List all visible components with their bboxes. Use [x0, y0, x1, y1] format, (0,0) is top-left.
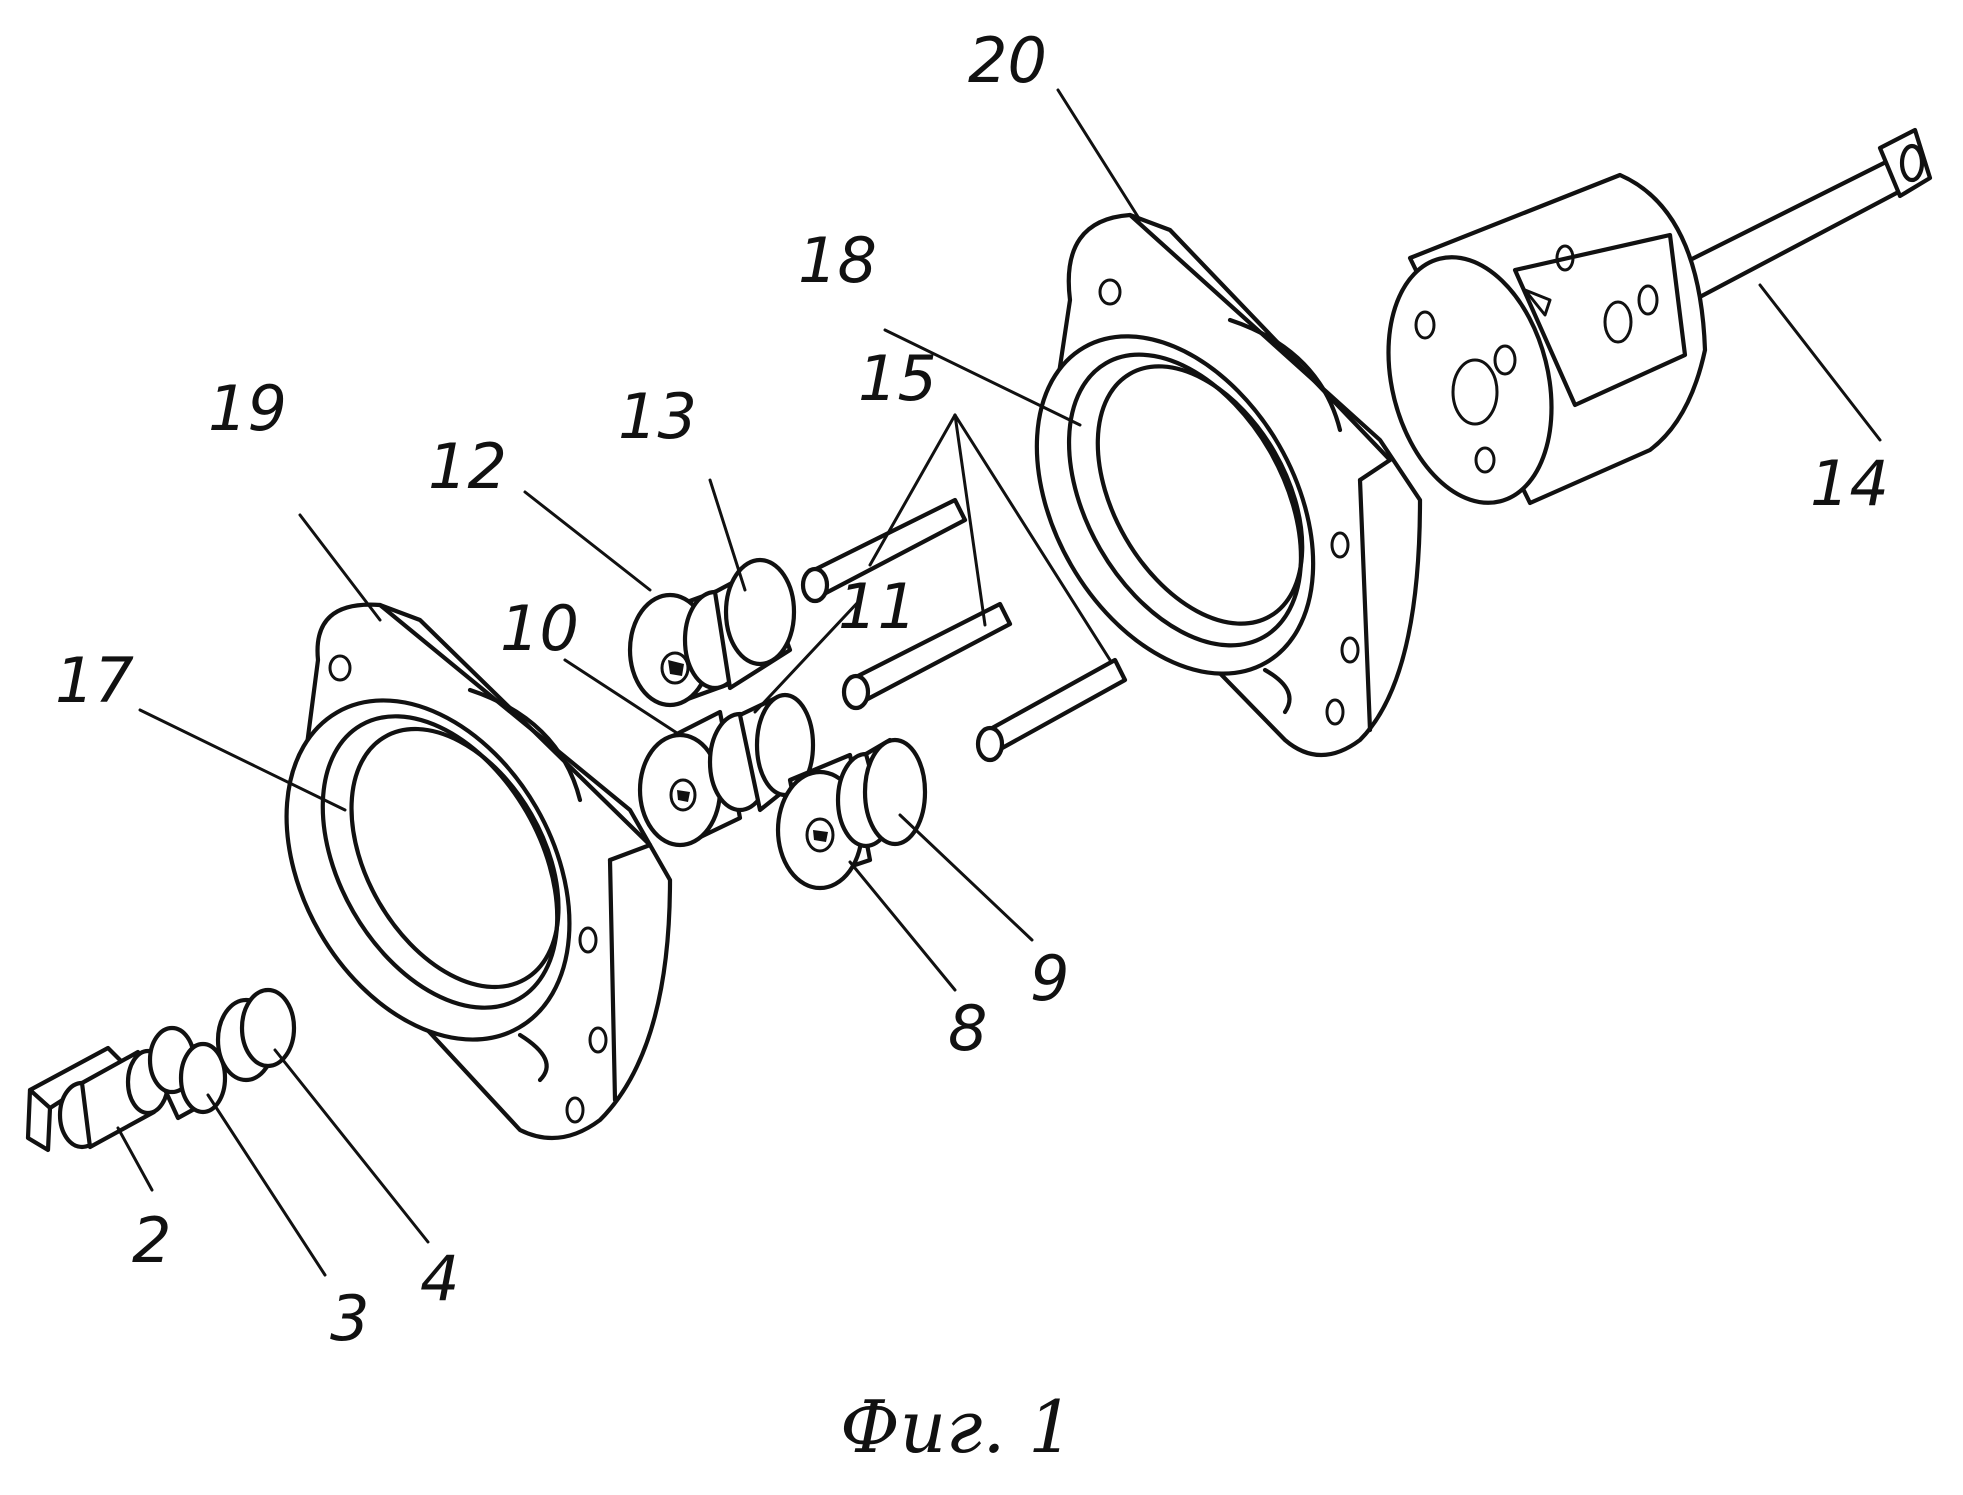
leader-9 [900, 815, 1032, 940]
label-17: 17 [55, 644, 134, 717]
label-11: 11 [838, 570, 917, 643]
label-13: 13 [618, 380, 697, 453]
shaft-part-2 [28, 1048, 168, 1150]
label-2: 2 [132, 1204, 171, 1277]
leader-8 [850, 862, 955, 990]
leader-14 [1760, 285, 1880, 440]
label-10: 10 [500, 592, 579, 665]
leader-12 [525, 492, 650, 590]
label-18: 18 [798, 224, 877, 297]
label-19: 19 [208, 372, 287, 445]
hub-part-14 [1364, 175, 1705, 520]
label-3: 3 [330, 1282, 369, 1355]
leader-4 [275, 1050, 428, 1242]
figure-caption: Фиг. 1 [840, 1385, 1074, 1469]
gear-part-13 [685, 560, 794, 688]
leader-13 [710, 480, 745, 590]
collar-part-4 [218, 990, 294, 1080]
label-20: 20 [968, 24, 1047, 97]
label-14: 14 [1810, 447, 1889, 520]
leader-2 [118, 1128, 152, 1190]
label-15: 15 [858, 342, 937, 415]
label-9: 9 [1030, 942, 1069, 1015]
leader-19 [300, 515, 380, 620]
label-8: 8 [948, 992, 987, 1065]
pin-part-15-c [978, 660, 1125, 760]
label-4: 4 [420, 1242, 459, 1315]
leader-20 [1058, 90, 1140, 220]
leader-3 [208, 1095, 325, 1275]
label-12: 12 [428, 430, 507, 503]
